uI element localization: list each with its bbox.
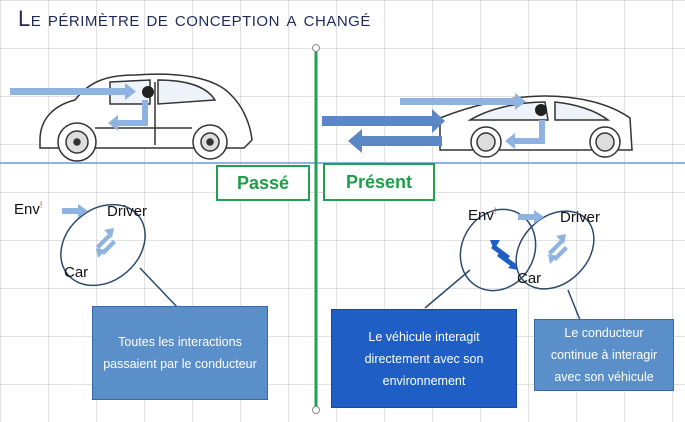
driver-head-icon-left [142, 86, 154, 98]
left-system-ellipse [60, 203, 146, 287]
page-title: Le périmètre de conception a changé [18, 6, 371, 31]
right-driver-node: Driver [560, 209, 600, 226]
car-to-env-arrow-head [348, 129, 362, 153]
left-env-driver-arrow-head [78, 204, 88, 218]
left-driver-car-exchange-icon [96, 228, 116, 258]
env-to-car-arrow [322, 116, 432, 126]
right-callout-line-1 [424, 269, 471, 309]
driver-car-arrow-left [108, 100, 148, 131]
left-driver-node: Driver [107, 203, 147, 220]
left-env-mark: ! [39, 200, 43, 210]
env-to-car-arrow-head [432, 109, 445, 133]
right-env-car-exchange-icon [490, 240, 518, 270]
right-driver-car-exchange-icon [548, 234, 568, 264]
right-env-car-ellipse [459, 208, 537, 292]
note-present-driver: Le conducteur continue à interagir avec … [534, 319, 674, 391]
right-callout-line-2 [567, 289, 581, 321]
env-arrow-left [10, 88, 125, 95]
right-env-text: Env [468, 207, 494, 224]
left-env-driver-arrow [62, 208, 78, 214]
car-to-env-arrow [362, 136, 442, 146]
right-car-node: Car [517, 270, 542, 287]
env-arrow-right-top [400, 98, 515, 105]
left-env-text: Env [14, 201, 40, 218]
right-driver-car-ellipse [515, 210, 595, 290]
left-callout-line [139, 267, 179, 309]
modern-car-icon [439, 95, 633, 158]
past-label: Passé [216, 165, 310, 201]
present-label: Présent [323, 163, 435, 201]
right-env-driver-arrow [518, 214, 534, 220]
note-past: Toutes les interactions passaient par le… [92, 306, 268, 400]
driver-head-icon-right [535, 104, 547, 116]
left-car-node: Car [64, 264, 89, 281]
left-env-node: Env! [14, 200, 42, 218]
env-arrow-right-top-head [515, 93, 526, 110]
env-arrow-left-head [125, 83, 136, 100]
driver-car-arrow-right [505, 120, 545, 149]
right-env-mark: ! [493, 206, 497, 216]
right-env-driver-arrow-head [534, 210, 544, 224]
right-env-node: Env! [468, 206, 496, 224]
note-present-vehicle: Le véhicule interagit directement avec s… [331, 309, 517, 408]
center-divider [312, 44, 320, 414]
